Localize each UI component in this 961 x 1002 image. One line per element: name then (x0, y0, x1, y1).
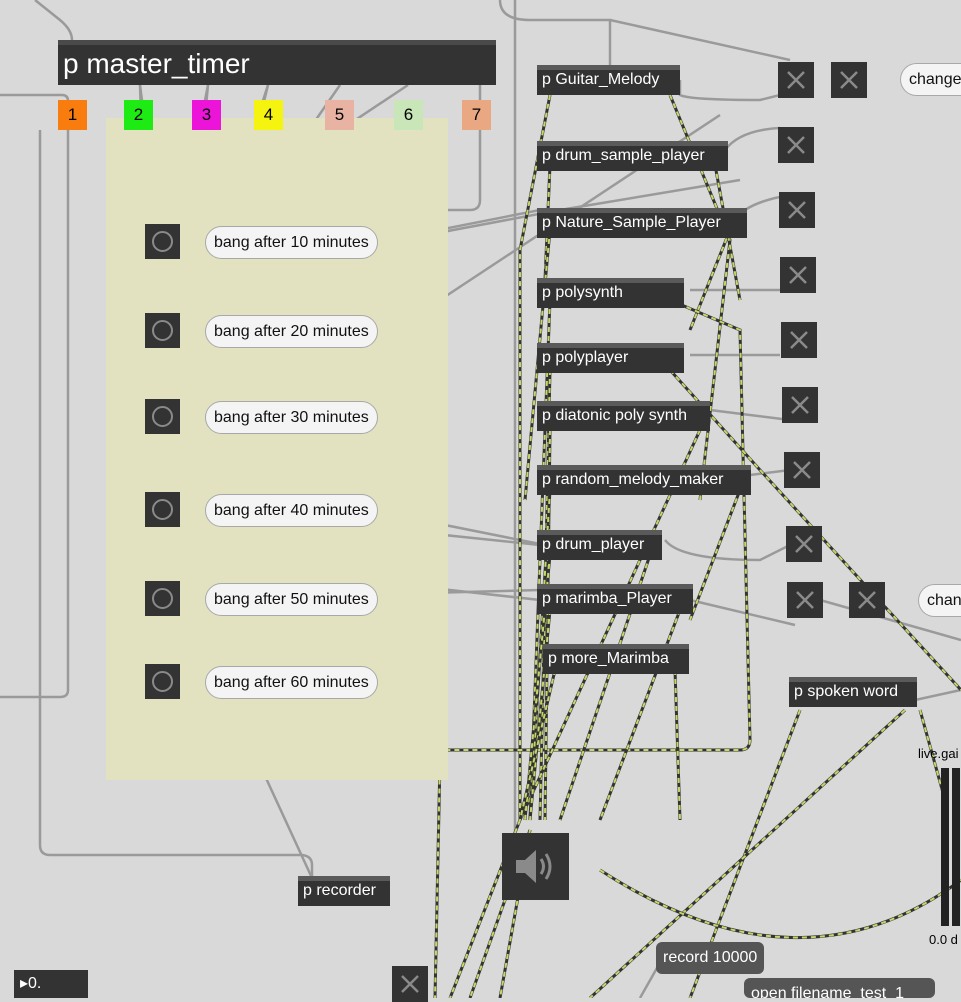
outlet-5: 5 (325, 100, 354, 130)
diatonic-poly-synth-object[interactable]: p diatonic poly synth (537, 401, 710, 431)
bang-20[interactable] (145, 313, 180, 348)
live-gain-meter-right[interactable] (952, 768, 960, 926)
outlet-3: 3 (192, 100, 221, 130)
comment-bang-10: bang after 10 minutes (205, 226, 378, 259)
toggle-diatonic[interactable] (782, 387, 818, 423)
number-box-value: 0. (28, 975, 42, 992)
live-gain-meter-left[interactable] (941, 768, 949, 926)
record-message[interactable]: record 10000 (656, 942, 765, 974)
toggle-guitar[interactable] (778, 62, 814, 98)
outlet-1: 1 (58, 100, 87, 130)
toggle-drum-player[interactable] (786, 526, 822, 562)
toggle-polyplayer[interactable] (781, 322, 817, 358)
toggle-change-mid[interactable] (849, 582, 885, 618)
drum-sample-player-object[interactable]: p drum_sample_player (537, 141, 728, 171)
live-gain-label: live.gai (918, 746, 959, 761)
comment-bang-30: bang after 30 minutes (205, 401, 378, 434)
toggle-bottom[interactable] (392, 966, 428, 1002)
recorder-object[interactable]: p recorder (298, 876, 390, 906)
toggle-drum-sample[interactable] (778, 127, 814, 163)
comment-change-mid: chan (918, 584, 961, 617)
toggle-change-top[interactable] (831, 62, 867, 98)
comment-bang-60: bang after 60 minutes (205, 666, 378, 699)
live-gain-value: 0.0 d (929, 932, 958, 947)
more-marimba-object[interactable]: p more_Marimba (543, 644, 689, 674)
comment-bang-20: bang after 20 minutes (205, 315, 378, 348)
number-box-arrow-icon: ▸ (20, 975, 29, 992)
nature-sample-player-object[interactable]: p Nature_Sample_Player (537, 208, 747, 238)
comment-bang-50: bang after 50 minutes (205, 583, 378, 616)
outlet-2: 2 (124, 100, 153, 130)
comment-change-top: change (900, 63, 961, 96)
open-filename-message[interactable]: open filename_test_1 (744, 978, 935, 998)
bang-30[interactable] (145, 399, 180, 434)
random-melody-maker-object[interactable]: p random_melody_maker (537, 465, 751, 495)
bang-50[interactable] (145, 581, 180, 616)
bang-10[interactable] (145, 224, 180, 259)
toggle-marimba[interactable] (787, 582, 823, 618)
speaker-icon (516, 850, 552, 883)
guitar-melody-object[interactable]: p Guitar_Melody (537, 65, 680, 95)
outlet-7: 7 (462, 100, 491, 130)
number-box[interactable]: ▸0. (14, 970, 88, 998)
marimba-player-object[interactable]: p marimba_Player (537, 584, 693, 614)
polysynth-object[interactable]: p polysynth (537, 278, 684, 308)
outlet-6: 6 (394, 100, 423, 130)
bang-40[interactable] (145, 492, 180, 527)
toggle-nature[interactable] (779, 192, 815, 228)
comment-bang-40: bang after 40 minutes (205, 494, 378, 527)
master-timer-object[interactable]: p master_timer (58, 40, 496, 85)
outlet-4: 4 (254, 100, 283, 130)
bang-60[interactable] (145, 664, 180, 699)
drum-player-object[interactable]: p drum_player (537, 530, 662, 560)
polyplayer-object[interactable]: p polyplayer (537, 343, 684, 373)
toggle-random-melody[interactable] (784, 452, 820, 488)
toggle-polysynth[interactable] (780, 257, 816, 293)
ezdac-speaker[interactable] (502, 833, 569, 900)
spoken-word-object[interactable]: p spoken word (789, 677, 917, 707)
